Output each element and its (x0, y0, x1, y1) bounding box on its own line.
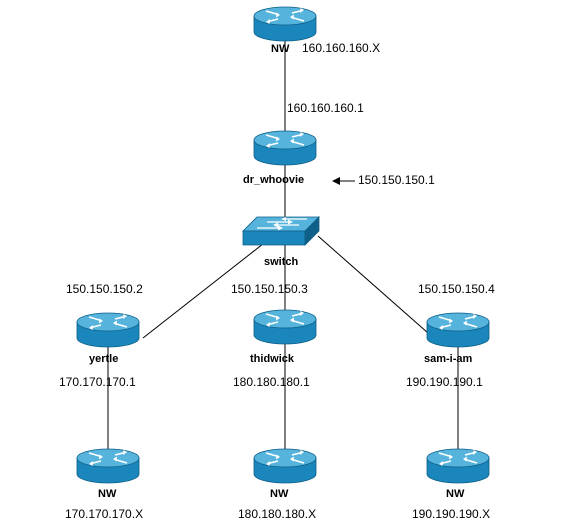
dr-whoovie-router-icon (253, 130, 317, 166)
links-layer (107, 35, 459, 462)
nw-left-router-icon (76, 448, 140, 484)
nw-right-router-icon (426, 448, 490, 484)
nw-mid-router-icon (253, 448, 317, 484)
switch-icon (242, 216, 320, 246)
sam-i-am-router-icon (426, 312, 490, 348)
sam-i-am-lan-address: 150.150.150.4 (418, 282, 495, 296)
nw-mid-label: NW (270, 488, 289, 500)
yertle-label: yertle (89, 353, 118, 365)
core-link-address: 160.160.160.1 (287, 101, 364, 115)
thidwick-lan-address: 150.150.150.3 (231, 282, 308, 296)
yertle-wan-address: 170.170.170.1 (59, 375, 136, 389)
yertle-router-icon (76, 312, 140, 348)
icons-layer (76, 6, 490, 484)
link-switch-to-yertle (142, 239, 269, 339)
thidwick-label: thidwick (250, 353, 295, 365)
switch-label: switch (264, 256, 299, 268)
nw-left-network: 170.170.170.X (65, 507, 143, 521)
yertle-lan-address: 150.150.150.2 (66, 282, 143, 296)
nw-right-network: 190.190.190.X (412, 507, 490, 521)
dr-whoovie-label: dr_whoovie (243, 174, 304, 186)
link-switch-to-sam-i-am (317, 235, 429, 334)
nw-left-label: NW (98, 488, 117, 500)
thidwick-wan-address: 180.180.180.1 (233, 375, 310, 389)
nw-right-label: NW (446, 488, 465, 500)
nw-mid-network: 180.180.180.X (238, 507, 316, 521)
address-pointer-arrow-icon (332, 177, 340, 185)
sam-i-am-label: sam-i-am (424, 353, 473, 365)
top-nw-label: NW (271, 43, 290, 55)
dr-whoovie-address: 150.150.150.1 (358, 173, 435, 187)
top-nw-network: 160.160.160.X (302, 41, 380, 55)
thidwick-router-icon (253, 309, 317, 345)
top-nw-router-icon (253, 6, 317, 42)
sam-i-am-wan-address: 190.190.190.1 (406, 375, 483, 389)
